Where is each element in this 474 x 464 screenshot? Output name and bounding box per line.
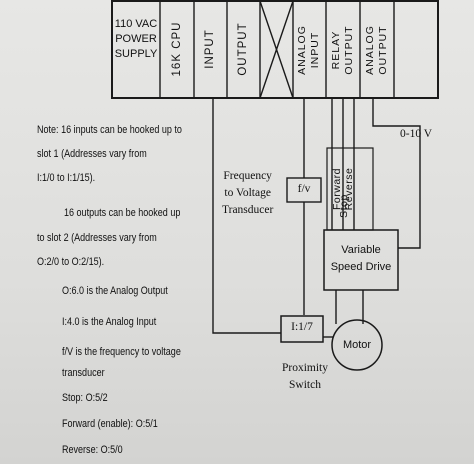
motor-circle bbox=[331, 319, 383, 371]
plc-rack bbox=[111, 0, 439, 99]
note-line-9: f/V is the frequency to voltage bbox=[62, 346, 181, 358]
note-line-11: Stop: O:5/2 bbox=[62, 392, 108, 404]
note-line-6: O:2/0 to O:2/15). bbox=[37, 256, 105, 268]
note-line-13: Reverse: O:5/0 bbox=[62, 444, 123, 456]
note-line-7: O:6.0 is the Analog Output bbox=[62, 285, 168, 297]
fv-box-label: f/v bbox=[297, 183, 311, 195]
input-label: INPUT bbox=[204, 29, 216, 69]
power-supply-label: 110 VAC POWER SUPPLY bbox=[114, 18, 158, 60]
note-line-2: slot 1 (Addresses vary from bbox=[37, 148, 147, 160]
output-label: OUTPUT bbox=[237, 22, 249, 76]
note-line-4: 16 outputs can be hooked up bbox=[64, 207, 181, 219]
vsd-label: Variable Speed Drive bbox=[330, 244, 392, 273]
note-line-10: transducer bbox=[62, 367, 105, 379]
voltage-range-label: 0-10 V bbox=[400, 128, 433, 140]
fv-box bbox=[286, 177, 322, 203]
analog-input-label: ANALOG INPUT bbox=[296, 25, 321, 75]
note-line-5: to slot 2 (Addresses vary from bbox=[37, 232, 157, 244]
relay-output-label: RELAY OUTPUT bbox=[330, 25, 355, 75]
fv-transducer-label: Frequency to Voltage Transducer bbox=[222, 170, 274, 216]
note-line-12: Forward (enable): O:5/1 bbox=[62, 418, 158, 430]
stop-label: Stop bbox=[338, 194, 350, 218]
note-line-1: Note: 16 inputs can be hooked up to bbox=[37, 124, 182, 136]
i17-box-label: I:1/7 bbox=[291, 321, 313, 333]
vsd-box bbox=[323, 229, 399, 291]
analog-output-label: ANALOG OUTPUT bbox=[364, 25, 389, 75]
motor-label: Motor bbox=[342, 339, 372, 351]
proximity-switch-label: Proximity Switch bbox=[282, 362, 329, 391]
i17-box bbox=[280, 315, 324, 343]
note-line-3: I:1/0 to I:1/15). bbox=[37, 172, 96, 184]
note-line-8: I:4.0 is the Analog Input bbox=[62, 316, 157, 328]
cpu-label: 16K CPU bbox=[171, 21, 183, 77]
